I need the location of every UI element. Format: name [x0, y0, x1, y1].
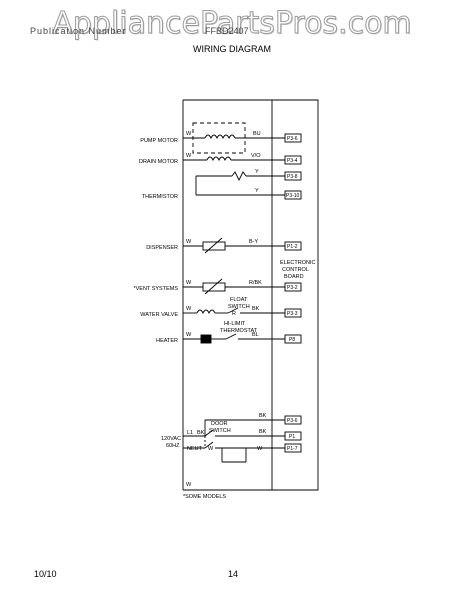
diagram-title: WIRING DIAGRAM: [193, 44, 271, 54]
pin-box: [284, 241, 302, 251]
pin-box: [284, 334, 302, 344]
pin-box: [284, 171, 302, 181]
hilimit-label-1: HI-LIMIT: [224, 321, 246, 327]
pin-box: [284, 190, 302, 200]
wire-label-bl: BL: [252, 332, 259, 338]
heater-element-symbol: [200, 334, 212, 344]
wire-label-w: W: [186, 306, 192, 312]
pin-label: P1: [289, 434, 295, 440]
pin-label: P3-8: [287, 174, 298, 180]
wire-label-w: W: [186, 153, 192, 159]
hilimit-thermostat-contact: [225, 333, 237, 340]
footnote: *SOME MODELS: [183, 494, 226, 500]
wire-label-w: W: [208, 446, 214, 452]
pin-label: P3-3: [287, 311, 298, 317]
pin-label: P1-2: [287, 244, 298, 250]
pin-box: [284, 415, 302, 425]
supply-voltage-label: 120VAC: [161, 436, 181, 442]
board-label-2: CONTROL: [282, 267, 309, 273]
float-switch-contact: [227, 307, 239, 314]
publication-label: Publication Number: [30, 26, 127, 36]
wire-label-bk: BK: [259, 413, 267, 419]
pin-label: P3-2: [287, 285, 298, 291]
l1-label: L1: [187, 430, 193, 436]
wire-label-vo: V/O: [251, 153, 261, 159]
pin-label: P1-7: [287, 446, 298, 452]
thermistor-symbol: [231, 171, 247, 182]
wire-label-w: W: [186, 280, 192, 286]
wire-label-w: W: [186, 239, 192, 245]
pin-box: [284, 282, 302, 292]
pin-label: P3-4: [287, 158, 298, 164]
door-switch-contact-top: [204, 429, 214, 437]
wire-label-y: Y: [255, 169, 259, 175]
wire-label-bu: BU: [253, 131, 261, 137]
float-switch-label-2: SWITCH: [228, 304, 250, 310]
pin-box: [284, 155, 302, 165]
model-number: FFBD2407: [205, 26, 249, 36]
wire-label-by: B-Y: [249, 239, 259, 245]
footer-page-number: 14: [228, 569, 239, 579]
door-switch-label-1: DOOR: [211, 421, 228, 427]
vent-system-symbol: [202, 282, 226, 292]
pump-motor-coil: [204, 134, 236, 140]
wire-label-y: Y: [255, 188, 259, 194]
pin-box: [284, 133, 302, 143]
wire-label-bk: BK: [259, 429, 267, 435]
watermark-logo: AppliancePartsPros.com: [52, 6, 412, 42]
dispenser-heater-symbol: [202, 241, 226, 251]
neut-label: NEUT: [187, 446, 203, 452]
supply-frequency-label: 60HZ: [166, 443, 180, 449]
wire-label-rbk: R/BK: [249, 280, 262, 286]
pin-box: [284, 308, 302, 318]
pin-label: P8: [289, 337, 295, 343]
dispenser-label: DISPENSER: [146, 245, 178, 251]
wire-label-w: W: [257, 446, 263, 452]
heater-label: HEATER: [156, 338, 178, 344]
pin-label: P3-10: [286, 193, 300, 199]
pump-motor-label: PUMP MOTOR: [140, 138, 178, 144]
footer-date: 10/10: [34, 569, 57, 579]
drain-motor-coil: [206, 156, 232, 162]
wire-label-bk: BK: [197, 430, 205, 436]
wire-label-bk: BK: [252, 306, 260, 312]
door-switch-contact-bottom: [204, 441, 214, 449]
board-label-1: ELECTRONIC: [280, 260, 315, 266]
wire-label-r: R: [232, 311, 236, 317]
water-valve-label: WATER VALVE: [140, 312, 178, 318]
pin-box: [284, 431, 302, 441]
pin-box: [284, 443, 302, 453]
vent-system-label: *VENT SYSTEMS: [133, 286, 178, 292]
wire-label-w: W: [186, 482, 192, 488]
door-switch-label-2: SWITCH: [209, 428, 231, 434]
water-valve-coil: [196, 309, 216, 315]
hilimit-label-2: THERMOSTAT: [220, 328, 258, 334]
wire-label-w: W: [186, 332, 192, 338]
wire-label-w: W: [186, 131, 192, 137]
pin-label: P3-6: [287, 136, 298, 142]
board-label-3: BOARD: [284, 274, 304, 280]
thermistor-label: THERMISTOR: [142, 194, 178, 200]
float-switch-label-1: FLOAT: [230, 297, 248, 303]
pin-label: P3-6: [287, 418, 298, 424]
drain-motor-label: DRAIN MOTOR: [139, 159, 178, 165]
